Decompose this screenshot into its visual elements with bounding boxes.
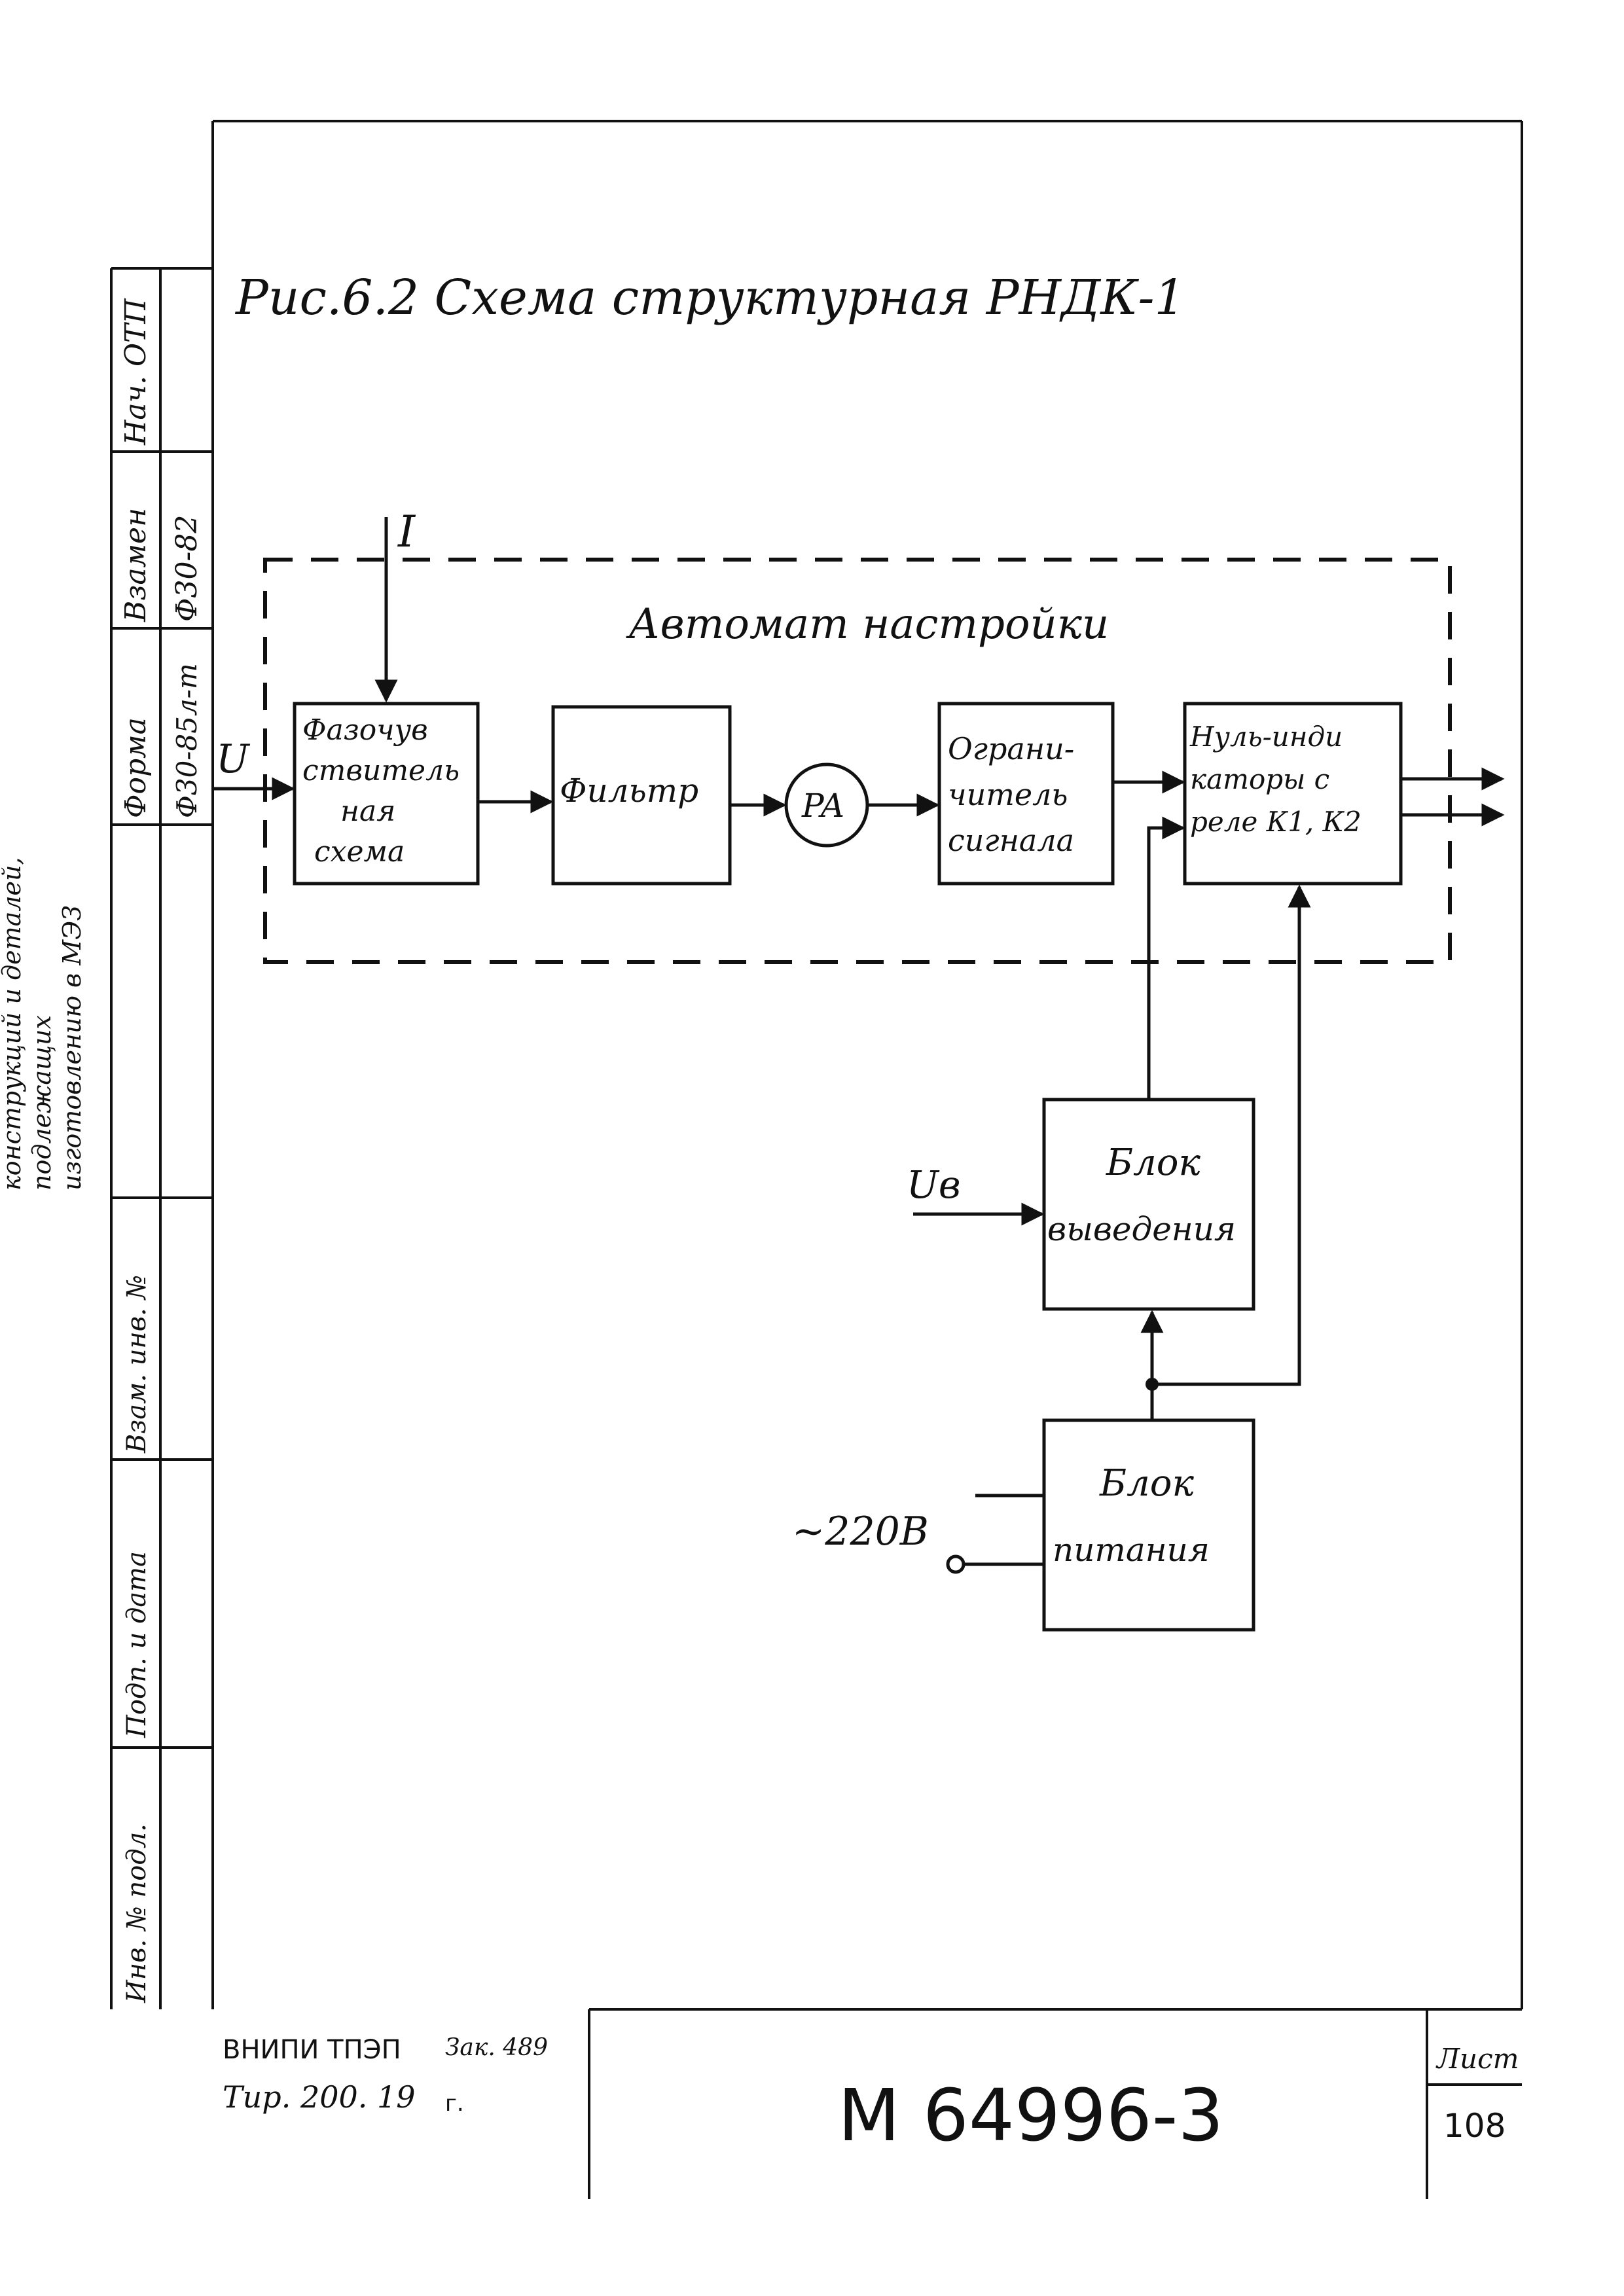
null-line-3: реле К1, К2 [1190,806,1362,838]
stamp-inv-original: Инв. № подл. [122,1823,152,2003]
phase-line-4: схема [314,835,405,869]
output-line-1: Блок [1106,1141,1201,1184]
stamp-drawings-note-wrap: Чертежи электромонтажных конструкций и д… [0,857,86,1191]
phase-line-1: Фазочув [302,713,428,747]
power-block: Блок питания [1042,1418,1255,1632]
stamp-replaced: Взамен [119,508,153,622]
figure-title: Рис.6.2 Схема структурная РНДК-1 [234,270,1185,326]
limiter-line-2: читель [948,777,1068,812]
null-line-1: Нуль-инди [1189,721,1343,753]
year-suffix: г. [445,2090,464,2117]
group-label: Автомат настройки [626,600,1109,649]
phase-line-2: ствитель [302,754,460,787]
null-indicator-block: Нуль-инди каторы с реле К1, К2 [1183,702,1403,886]
limiter-block: Ограни- читель сигнала [937,702,1115,886]
output-block: Блок выведения [1042,1098,1255,1311]
stamp-sign-date: Подп. и дата [122,1551,152,1738]
power-line-2: питания [1053,1531,1210,1569]
stamp-chief: Нач. ОТП [119,298,153,446]
limiter-line-3: сигнала [948,823,1074,858]
output-line-2: выведения [1047,1210,1236,1248]
power-line-1: Блок [1099,1462,1195,1505]
sheet-number: 108 [1443,2107,1506,2145]
filter-block: Фильтр [551,705,732,886]
mains-input-label: ~220В [792,1509,929,1554]
side-stamp: Нач. ОТП Взамен Ф30-82 Форма Ф30-85л-т Ч… [0,267,213,2009]
print-run: Тир. 200. 19 [223,2079,416,2115]
title-block: ВНИПИ ТПЭП Зак. 489 Тир. 200. 19 г. М 64… [223,2008,1522,2199]
filter-label: Фильтр [560,772,698,810]
phase-sensitive-block: Фазочув ствитель ная схема [293,702,480,886]
voltage-input-label: U [216,736,251,782]
org-name: ВНИПИ ТПЭП [223,2035,401,2065]
limiter-line-1: Ограни- [948,731,1074,766]
order-number: Зак. 489 [445,2034,548,2061]
tuning-automat-group [263,558,1452,964]
signal-connections [213,517,1505,1574]
stamp-inv-replace: Взам. инв. № [122,1275,152,1454]
document-number: М 64996-3 [838,2073,1223,2157]
stamp-drawings-note: Чертежи электромонтажных конструкций и д… [0,857,86,1191]
stamp-form-code: Ф30-85л-т [171,663,203,818]
stamp-replaced-code: Ф30-82 [170,515,204,622]
pa-meter: PA [784,762,869,848]
stamp-form: Форма [119,717,153,818]
voltage-b-input-label: Uв [907,1162,961,1207]
sheet-label: Лист [1435,2043,1519,2075]
pa-label: PA [801,787,844,825]
phase-line-3: ная [340,795,395,828]
null-line-2: каторы с [1190,763,1329,795]
current-input-label: I [397,507,416,557]
sheet-frame [159,120,1523,2009]
